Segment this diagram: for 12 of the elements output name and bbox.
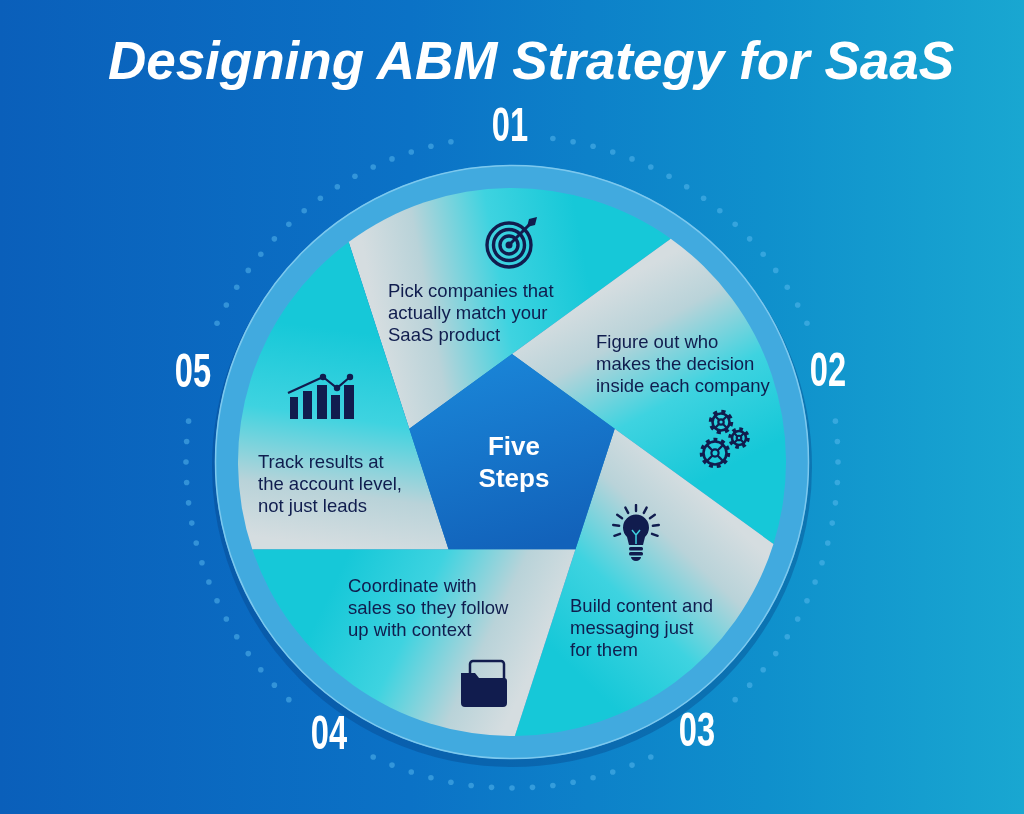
title: Designing ABM Strategy for SaaS [107, 31, 955, 92]
step-number: 02 [809, 346, 847, 394]
center-label: Five Steps [478, 430, 550, 494]
step-number: 05 [174, 347, 212, 395]
step-text: Build content and messaging just for them [570, 595, 714, 661]
step-number: 01 [491, 101, 529, 149]
step-text: Pick companies that actually match your SaaS product [388, 280, 555, 346]
step-text: Coordinate with sales so they follow up with context [348, 575, 510, 641]
step-number: 04 [310, 709, 348, 757]
step-text: Figure out who makes the decision inside each company [596, 331, 771, 397]
step-text: Track results at the account level, not just leads [258, 451, 403, 517]
step-number: 03 [678, 706, 716, 754]
